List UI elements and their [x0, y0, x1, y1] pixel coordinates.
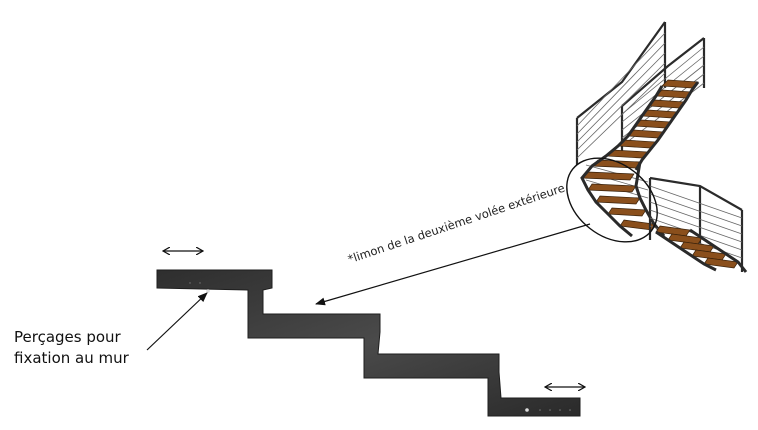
- highlight-ellipse: [566, 157, 658, 243]
- stringer-callout-arrow: [315, 223, 591, 306]
- staircase-3d-illustration: [566, 21, 748, 273]
- drill-hole-bottom: [525, 408, 529, 412]
- stringer-plate: [156, 269, 581, 417]
- drill-label-line1: Perçages pour: [14, 328, 121, 346]
- drill-label-line2: fixation au mur: [14, 349, 129, 367]
- drill-dots: [189, 282, 571, 411]
- drill-holes-label: Perçages pour fixation au mur: [14, 327, 129, 369]
- drill-callout-arrow: [146, 292, 208, 351]
- drill-hole-top: [206, 289, 210, 293]
